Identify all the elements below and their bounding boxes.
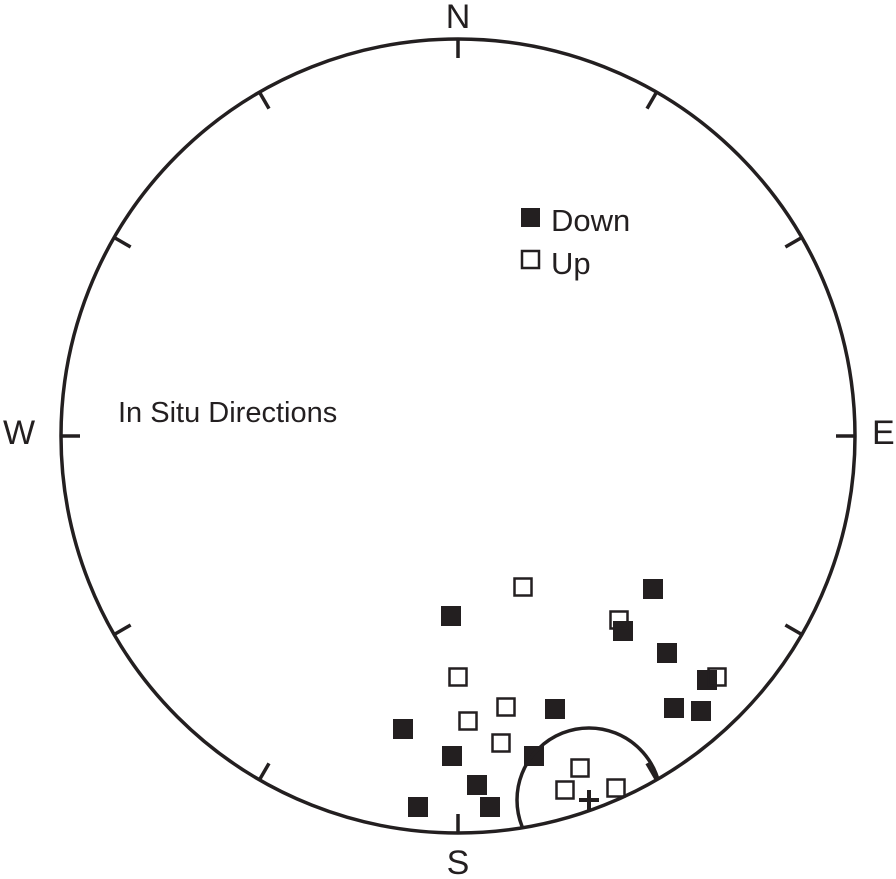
tick-mark [257, 762, 271, 781]
tick-mark [645, 762, 659, 781]
tick-mark [784, 235, 803, 249]
down-point [613, 621, 633, 641]
down-point [442, 746, 462, 766]
legend: Down Up [520, 203, 630, 281]
west-label: W [3, 414, 35, 452]
down-point [441, 606, 461, 626]
up-point [513, 577, 533, 597]
mean-direction-plus-icon [579, 790, 599, 810]
up-point [491, 733, 511, 753]
north-label: N [446, 0, 471, 36]
east-label: E [872, 414, 895, 452]
down-point [467, 775, 487, 795]
up-point [606, 778, 626, 798]
south-label: S [447, 844, 470, 879]
down-point [545, 699, 565, 719]
up-point [609, 610, 629, 630]
up-point [570, 758, 590, 778]
up-point [448, 667, 468, 687]
tick-mark [645, 91, 659, 110]
up-point [496, 697, 516, 717]
down-point [691, 701, 711, 721]
up-point [555, 780, 575, 800]
legend-down-marker-icon [521, 208, 540, 227]
chart-title: In Situ Directions [118, 397, 337, 429]
down-point [664, 698, 684, 718]
down-point [393, 719, 413, 739]
tick-mark [784, 623, 803, 637]
down-point [480, 797, 500, 817]
down-point [408, 797, 428, 817]
legend-down-label: Down [551, 203, 630, 238]
tick-mark [113, 235, 132, 249]
data-points [393, 577, 727, 817]
tick-mark [257, 91, 271, 110]
up-point [707, 667, 727, 687]
up-point [458, 711, 478, 731]
tick-mark [113, 623, 132, 637]
down-point [643, 579, 663, 599]
down-point [657, 643, 677, 663]
down-point [697, 670, 717, 690]
legend-up-marker-icon [520, 249, 541, 270]
tick-marks [61, 39, 855, 833]
legend-up-label: Up [551, 246, 591, 281]
primitive-circle [59, 37, 857, 835]
